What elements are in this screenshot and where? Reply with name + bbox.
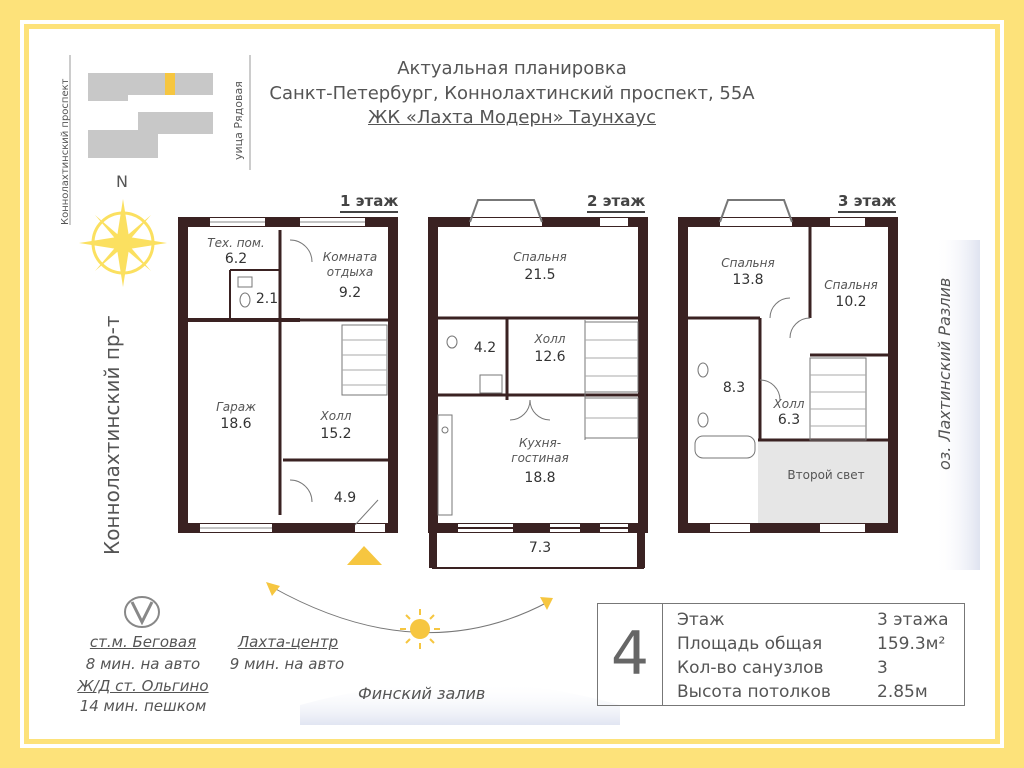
room-balcony-area: 7.3: [528, 540, 552, 556]
room-hall3-name: Холл: [773, 397, 805, 411]
street-big-label: Коннолахтинский пр-т: [100, 315, 124, 556]
room-kitchen-area: 18.8: [524, 470, 556, 486]
room-bedroom3b-area: 10.2: [835, 294, 867, 310]
compass-icon: [79, 199, 167, 287]
lake-area: [935, 240, 980, 570]
rail-time-label: 14 мин. пешком: [79, 697, 207, 715]
header-address: Санкт-Петербург, Коннолахтинский проспек…: [269, 83, 755, 104]
info-table: 4: [597, 603, 965, 706]
room-hall3-area: 6.3: [777, 412, 801, 428]
header-title: Актуальная планировка: [397, 58, 627, 79]
room-bedroom2-name: Спальня: [513, 250, 567, 264]
room-garage-name: Гараж: [216, 400, 256, 414]
lakhta-center-label: Лахта-центр: [237, 633, 339, 651]
street-row-label: уица Рядовая: [232, 81, 245, 160]
gulf-area: [300, 682, 620, 725]
room-tech-name: Тех. пом.: [207, 236, 265, 250]
sun-icon: [400, 609, 440, 649]
floor-3-label: 3 этаж: [838, 192, 897, 213]
metro-station-label: ст.м. Беговая: [89, 633, 197, 651]
floor-2-plan: [428, 199, 648, 569]
second-light-area: [758, 440, 888, 523]
room-bedroom2-area: 21.5: [524, 267, 556, 283]
room-garage-area: 18.6: [220, 416, 252, 432]
location-map: [69, 55, 251, 225]
info-area-value: 159.3м²: [877, 634, 946, 654]
inner-frame: [24, 24, 1000, 744]
room-bath2-area: 4.2: [473, 340, 497, 356]
header-complex: ЖК «Лахта Модерн» Таунхаус: [367, 107, 657, 128]
room-rest-area: 9.2: [338, 285, 362, 301]
room-bedroom3a-area: 13.8: [732, 272, 764, 288]
room-second-light-name: Второй свет: [787, 468, 865, 482]
entrance-marker: [347, 546, 382, 565]
floor-2-label: 2 этаж: [587, 192, 646, 213]
info-bathrooms-value: 3: [877, 658, 888, 678]
info-bathrooms-label: Кол-во санузлов: [677, 658, 824, 678]
info-area-label: Площадь общая: [677, 634, 823, 654]
info-floors-value: 3 этажа: [877, 610, 949, 630]
room-kitchen-name: Кухня-гостиная: [511, 436, 569, 465]
gulf-label: Финский залив: [358, 684, 486, 703]
rail-station-label: Ж/Д ст. Ольгино: [77, 677, 209, 695]
metro-icon: [124, 596, 160, 628]
street-vertical-label: Коннолахтинский проспект: [60, 78, 71, 225]
room-bedroom3a-name: Спальня: [721, 256, 775, 270]
room-hall1-name: Холл: [320, 409, 352, 423]
north-label: N: [116, 172, 128, 191]
info-floors-label: Этаж: [677, 610, 725, 630]
room-hall2-area: 12.6: [534, 349, 566, 365]
room-bedroom3b-name: Спальня: [824, 278, 878, 292]
floor-3-plan: [678, 199, 898, 533]
location-marker: [165, 73, 175, 95]
lake-label: оз. Лахтинский Разлив: [935, 277, 954, 470]
room-bath3-area: 8.3: [722, 380, 746, 396]
room-hall1-area: 15.2: [320, 426, 352, 442]
floor-1-plan: [178, 217, 398, 565]
sun-path: [266, 582, 553, 634]
floor-1-label: 1 этаж: [340, 192, 399, 213]
lakhta-center-time-label: 9 мин. на авто: [229, 655, 345, 673]
room-vestibule-area: 4.9: [333, 490, 357, 506]
room-tech-area: 6.2: [224, 251, 248, 267]
room-rest-name: Комната отдыха: [322, 250, 378, 279]
info-ceiling-value: 2.85м: [877, 682, 928, 702]
room-hall2-name: Холл: [534, 332, 566, 346]
plan-number: 4: [598, 604, 663, 705]
metro-time-label: 8 мин. на авто: [85, 655, 201, 673]
room-wc1-area: 2.1: [255, 291, 279, 307]
info-ceiling-label: Высота потолков: [677, 682, 831, 702]
